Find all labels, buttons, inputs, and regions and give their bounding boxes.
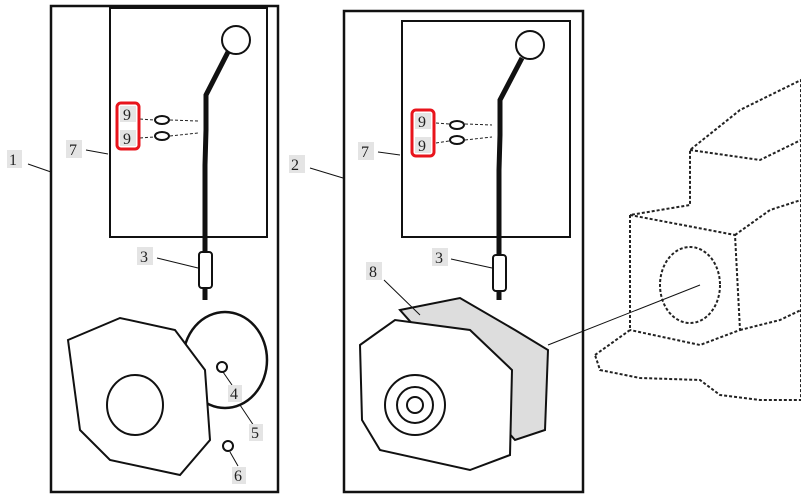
callout-9-right-upper[interactable]: 9	[415, 113, 431, 131]
svg-text:9: 9	[123, 131, 131, 148]
svg-text:9: 9	[418, 114, 426, 131]
left-tube	[198, 251, 213, 289]
callout-3-right[interactable]: 3	[432, 248, 448, 267]
right-seal-lower	[449, 135, 465, 145]
callout-4[interactable]: 4	[228, 385, 242, 403]
callout-7-right[interactable]: 7	[358, 142, 374, 161]
svg-text:4: 4	[230, 386, 238, 403]
svg-text:3: 3	[435, 250, 443, 267]
callout-7-left[interactable]: 7	[66, 140, 82, 159]
left-dipstick	[202, 25, 251, 300]
right-assembly	[309, 9, 701, 494]
svg-text:8: 8	[369, 264, 377, 281]
right-assembly-frame	[342, 9, 585, 494]
highlight-box-left	[115, 101, 141, 151]
left-assembly-frame	[49, 4, 280, 494]
left-plug	[216, 361, 228, 373]
svg-text:2: 2	[291, 157, 299, 174]
left-seal-lower	[154, 131, 170, 141]
svg-text:7: 7	[69, 142, 77, 159]
callout-6[interactable]: 6	[232, 467, 246, 485]
svg-text:5: 5	[251, 425, 259, 442]
callout-2[interactable]: 2	[289, 155, 305, 174]
right-dipstick-kit-frame	[401, 20, 571, 238]
right-tube	[492, 254, 507, 292]
svg-text:9: 9	[123, 107, 131, 124]
callout-8[interactable]: 8	[366, 262, 382, 281]
svg-text:7: 7	[361, 144, 369, 161]
left-clip	[222, 440, 234, 452]
left-dipstick-kit-frame	[109, 7, 268, 238]
left-assembly	[27, 4, 280, 494]
callout-1[interactable]: 1	[7, 150, 22, 169]
callout-9-left-upper[interactable]: 9	[120, 106, 136, 124]
right-dipstick	[496, 30, 545, 300]
svg-text:3: 3	[140, 249, 148, 266]
callout-9-right-lower[interactable]: 9	[415, 137, 431, 155]
callout-3-left[interactable]: 3	[137, 247, 153, 266]
svg-text:6: 6	[234, 468, 242, 485]
left-seal-upper	[154, 115, 170, 125]
svg-text:1: 1	[9, 152, 17, 169]
svg-text:9: 9	[418, 138, 426, 155]
engine-block	[593, 78, 801, 401]
callout-5[interactable]: 5	[249, 424, 263, 442]
callout-9-left-lower[interactable]: 9	[120, 130, 136, 148]
right-seal-upper	[449, 120, 465, 130]
highlight-box-right	[410, 108, 436, 158]
